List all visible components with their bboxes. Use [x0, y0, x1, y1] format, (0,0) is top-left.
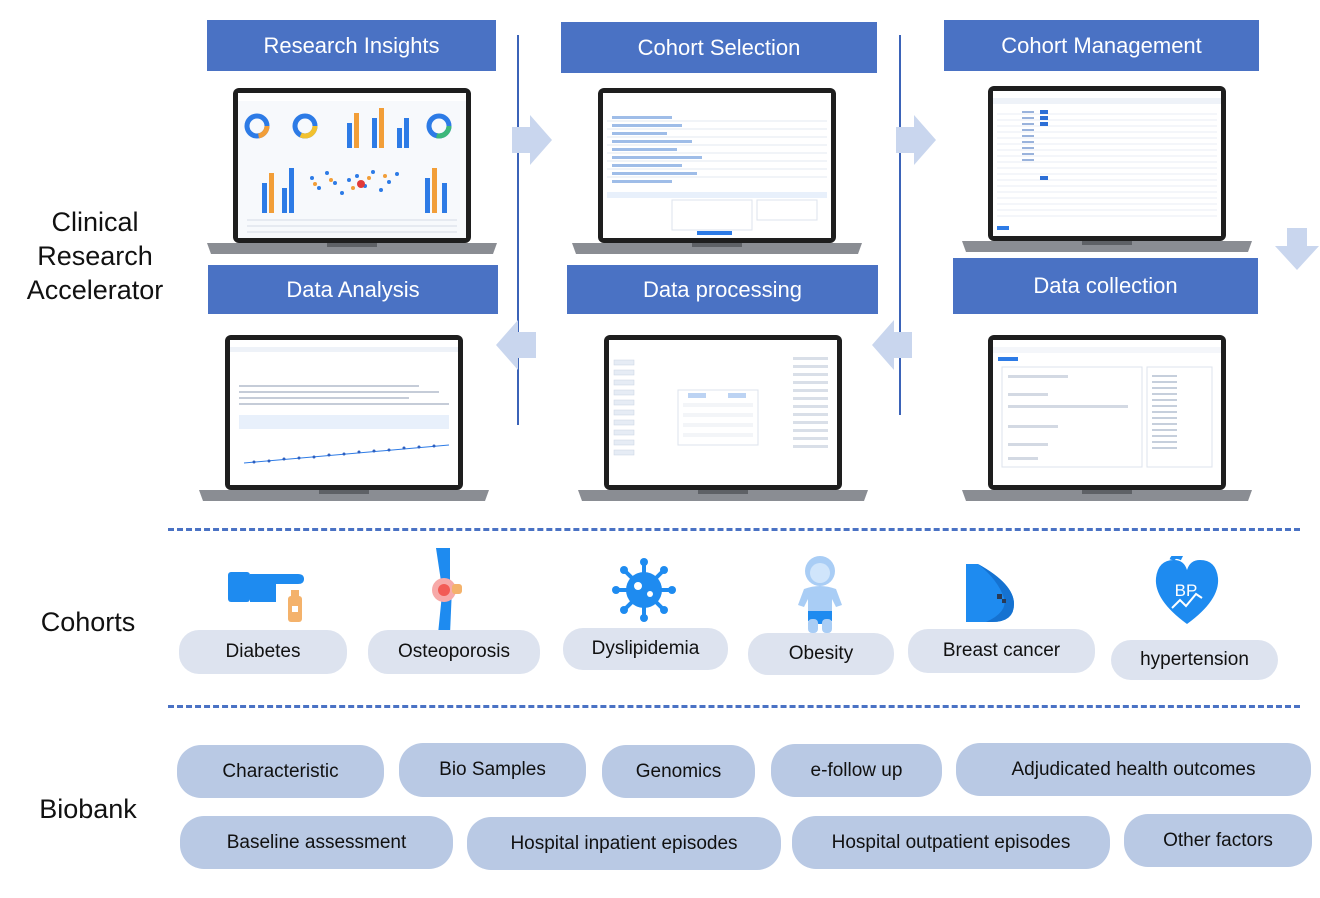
label-line-2: Research — [37, 241, 153, 271]
data-processing-header: Data processing — [567, 265, 878, 314]
heart-bp-icon: BP — [1155, 556, 1219, 624]
biobank-pill-hospital-outpatient-episodes: Hospital outpatient episodes — [792, 816, 1110, 869]
breast-icon — [966, 564, 1014, 622]
biobank-pill-adjudicated-health-outcomes: Adjudicated health outcomes — [956, 743, 1311, 796]
cohort-management-header: Cohort Management — [944, 20, 1259, 71]
cohort-pill-breast-cancer: Breast cancer — [908, 629, 1095, 673]
data-processing-laptop — [578, 335, 868, 501]
data-collection-header: Data collection — [953, 258, 1258, 314]
label-line-1: Clinical — [51, 207, 139, 237]
cohort-pill-diabetes: Diabetes — [179, 630, 347, 674]
bp-text: BP — [1175, 581, 1198, 600]
research-insights-laptop — [207, 88, 497, 254]
cohort-pill-hypertension: hypertension — [1111, 640, 1278, 680]
data-analysis-header: Data Analysis — [208, 265, 498, 314]
cohort-management-laptop — [962, 86, 1252, 252]
biobank-pill-hospital-inpatient-episodes: Hospital inpatient episodes — [467, 817, 781, 870]
biobank-pill-bio-samples: Bio Samples — [399, 743, 586, 797]
left-arrow-icon — [496, 320, 536, 370]
cohort-pill-dyslipidemia: Dyslipidemia — [563, 628, 728, 670]
cohort-selection-header: Cohort Selection — [561, 22, 877, 73]
biobank-pill-characteristic: Characteristic — [177, 745, 384, 798]
right-arrow-icon — [896, 115, 936, 165]
biobank-pill-genomics: Genomics — [602, 745, 755, 798]
virus-cell-icon — [612, 558, 676, 622]
clinical-research-accelerator-label: Clinical Research Accelerator — [10, 205, 180, 307]
separator-line-1 — [517, 35, 519, 425]
research-insights-header: Research Insights — [207, 20, 496, 71]
left-arrow-icon — [872, 320, 912, 370]
biobank-label: Biobank — [39, 794, 137, 824]
baby-figure-icon — [798, 556, 842, 633]
cohorts-label: Cohorts — [40, 607, 136, 637]
label-line-3: Accelerator — [26, 275, 164, 305]
data-collection-laptop — [962, 335, 1252, 501]
biobank-pill-other-factors: Other factors — [1124, 814, 1312, 867]
biobank-pill-e-follow-up: e-follow up — [771, 744, 942, 797]
data-analysis-laptop — [199, 335, 489, 501]
right-arrow-icon — [512, 115, 552, 165]
cohort-pill-obesity: Obesity — [748, 633, 894, 675]
dashed-separator-top — [168, 528, 1300, 531]
hand-bottle-icon — [228, 572, 304, 622]
down-arrow-icon — [1275, 228, 1319, 270]
cohort-selection-laptop — [572, 88, 862, 254]
cohort-pill-osteoporosis: Osteoporosis — [368, 630, 540, 674]
biobank-pill-baseline-assessment: Baseline assessment — [180, 816, 453, 869]
knee-joint-icon — [432, 548, 462, 634]
separator-line-2 — [899, 35, 901, 415]
dashed-separator-bottom — [168, 705, 1300, 708]
